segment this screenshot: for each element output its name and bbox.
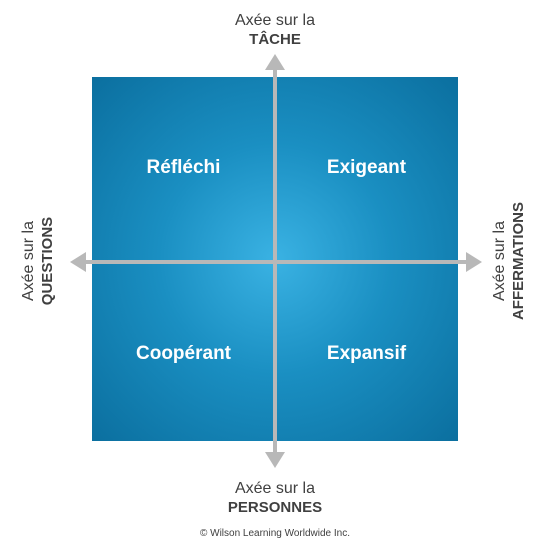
left-axis-label-line1: Axée sur la [20, 220, 37, 302]
arrow-down-icon [265, 452, 285, 468]
arrow-right-icon [466, 252, 482, 272]
arrow-up-icon [265, 54, 285, 70]
arrow-left-icon [70, 252, 86, 272]
copyright-text: © Wilson Learning Worldwide Inc. [199, 528, 351, 539]
top-axis-label-line1: Axée sur la [234, 12, 316, 29]
left-axis-label: Axée sur la QUESTIONS [19, 161, 57, 361]
bottom-axis-label-line2: PERSONNES [227, 499, 323, 516]
bottom-axis-label: Axée sur la PERSONNES [175, 479, 375, 517]
right-axis-label-line1: Axée sur la [491, 220, 508, 302]
quadrant-bottom-left: Coopérant [136, 343, 231, 364]
left-axis-label-line2: QUESTIONS [39, 216, 56, 306]
quadrant-bottom-right: Expansif [326, 343, 407, 364]
top-axis-label-line2: TÂCHE [249, 31, 301, 48]
right-axis-label: Axée sur la AFFERMATIONS [490, 161, 528, 361]
quadrant-top-right: Exigeant [326, 157, 407, 178]
quadrant-top-left: Réfléchi [146, 157, 221, 178]
bottom-axis-label-line1: Axée sur la [234, 480, 316, 497]
right-axis-label-line2: AFFERMATIONS [510, 201, 527, 321]
top-axis-label: Axée sur la TÂCHE [175, 11, 375, 49]
